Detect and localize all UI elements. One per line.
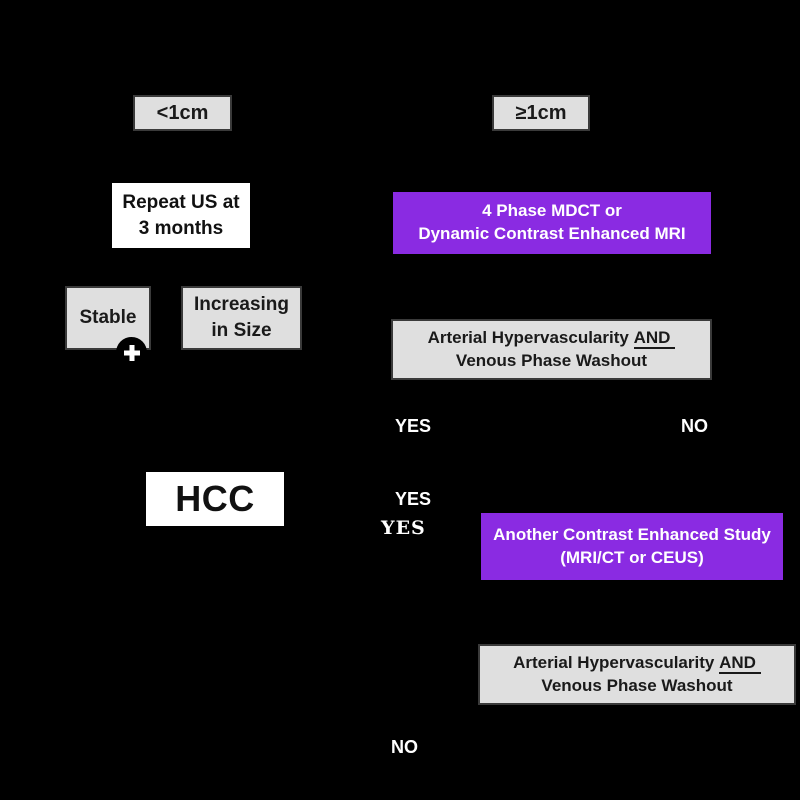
node-repeat-us: Repeat US at 3 months <box>112 183 250 248</box>
node-arterial-criteria-1: Arterial Hypervascularity AND Venous Pha… <box>391 319 712 380</box>
node-another-line2: (MRI/CT or CEUS) <box>560 547 704 567</box>
node-arterial2-and: AND <box>719 652 761 674</box>
node-arterial2-line2: Venous Phase Washout <box>541 675 733 695</box>
node-increasing-in-size: Increasing in Size <box>181 286 302 350</box>
node-hcc-label: HCC <box>175 477 255 519</box>
node-arterial-criteria-2: Arterial Hypervascularity AND Venous Pha… <box>478 644 796 705</box>
node-greater-equal-1cm: ≥1cm <box>492 95 590 131</box>
node-4phase-mdct-mri: 4 Phase MDCT or Dynamic Contrast Enhance… <box>393 192 711 254</box>
node-arterial1-and: AND <box>633 327 676 349</box>
node-greater-equal-1cm-label: ≥1cm <box>515 101 567 124</box>
label-another-yes: YES <box>381 517 426 539</box>
node-arterial2-line1-text: Arterial Hypervascularity <box>513 652 715 672</box>
node-arterial1-line1: Arterial Hypervascularity AND <box>428 327 676 350</box>
node-less-than-1cm: <1cm <box>133 95 232 131</box>
node-increasing-line1: Increasing <box>193 294 290 316</box>
label-arterial2-no: NO <box>391 737 418 757</box>
node-mdct-line2: Dynamic Contrast Enhanced MRI <box>418 224 686 243</box>
node-hcc-result: HCC <box>146 472 284 526</box>
node-arterial1-line1-text: Arterial Hypervascularity <box>427 327 629 347</box>
label-hcc-yes: YES <box>395 489 432 509</box>
node-stable: Stable <box>65 286 151 350</box>
node-repeat-us-line2: 3 months <box>138 217 224 239</box>
label-arterial1-yes: YES <box>395 416 432 436</box>
node-repeat-us-line1: Repeat US at <box>122 191 240 213</box>
node-arterial1-line2: Venous Phase Washout <box>455 350 648 370</box>
node-another-line1: Another Contrast Enhanced Study <box>493 524 771 544</box>
node-mdct-line1: 4 Phase MDCT or <box>482 201 622 221</box>
node-stable-label: Stable <box>79 307 137 329</box>
node-less-than-1cm-label: <1cm <box>156 101 209 124</box>
node-increasing-line2: in Size <box>211 320 272 341</box>
plus-icon <box>116 337 147 368</box>
node-another-contrast-study: Another Contrast Enhanced Study (MRI/CT … <box>481 513 783 580</box>
node-arterial2-line1: Arterial Hypervascularity AND <box>513 652 761 675</box>
label-arterial1-no: NO <box>681 416 708 436</box>
